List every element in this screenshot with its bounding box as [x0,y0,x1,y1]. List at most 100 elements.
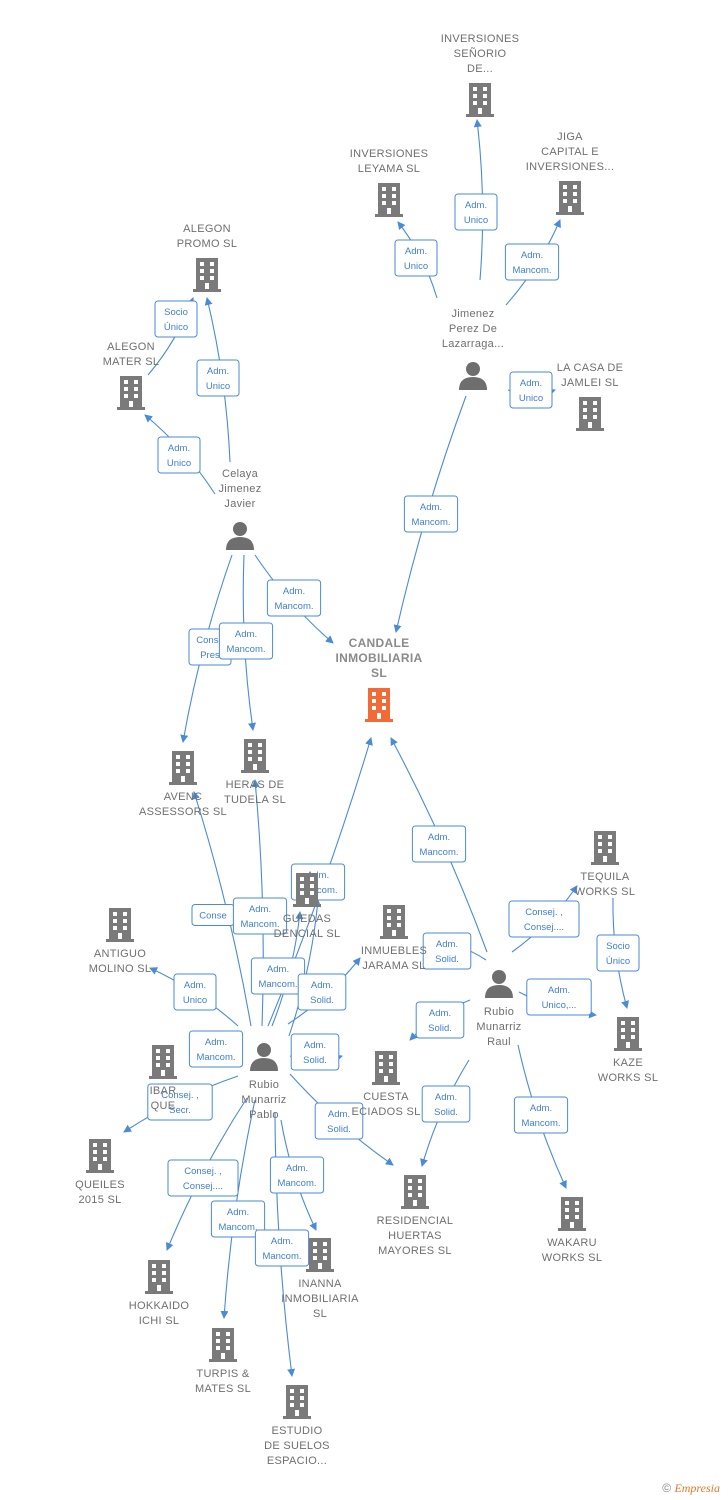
node-label-line: TURPIS & [196,1368,249,1380]
relation-label-line: Unico [519,393,543,404]
relation-label-line: Secr. [169,1105,191,1116]
relation-label-r32[interactable]: Adm.Solid. [421,1085,471,1123]
relation-label-r30[interactable]: Adm.Solid. [422,932,472,970]
node-label-line: ECIADOS SL [351,1106,420,1118]
relation-label-r2[interactable]: Adm.Unico [454,193,498,231]
relation-label-line: Unico [167,458,191,469]
relation-label-r22[interactable]: Consej. ,Consej.... [167,1159,239,1197]
person-icon [485,970,513,998]
relation-label-r9[interactable]: Adm.Mancom. [266,579,322,617]
node-label-line: INVERSIONES [441,33,520,45]
node-inv_leyama[interactable]: INVERSIONES LEYAMA SL [350,148,429,217]
relation-label-box [509,371,553,409]
relation-label-box [232,897,288,935]
building-icon [556,181,584,215]
relation-label-r3[interactable]: Adm.Mancom. [504,243,560,281]
relation-label-r5[interactable]: Adm.Mancom. [403,495,459,533]
relation-label-r8[interactable]: Adm. Unico [157,436,201,474]
relation-label-line: Adm. [168,443,190,454]
relation-label-r13[interactable]: Conse [191,904,235,926]
relation-label-line: Unico [404,261,428,272]
relation-label-r24[interactable]: Adm.Mancom. [210,1200,266,1238]
relation-label-line: Adm. [235,629,257,640]
node-inv_senorio[interactable]: INVERSIONESSEÑORIODE... [441,33,520,117]
building-icon [380,905,408,939]
relation-label-r27[interactable]: Consej. ,Consej.... [508,900,580,938]
node-label-line: WAKARU [547,1237,597,1249]
node-label-line: LEYAMA SL [358,163,420,175]
relation-label-line: Adm. [267,964,289,975]
relation-label-r7[interactable]: Adm.Unico [196,359,240,397]
node-label-line: DE SUELOS [264,1440,330,1452]
building-icon [293,873,321,907]
node-label-line: DENCIAL SL [274,928,341,940]
node-label-line: INVERSIONES [350,148,429,160]
relation-label-r25[interactable]: Adm.Mancom. [254,1229,310,1267]
relation-label-line: Adm. [205,1037,227,1048]
relation-label-r11[interactable]: Adm.Mancom. [218,622,274,660]
relation-label-line: Unico [206,381,230,392]
relation-label-r33[interactable]: Adm.Mancom. [513,1096,569,1134]
relation-label-line: Conse [199,911,226,922]
relation-label-r19[interactable]: Adm.Solid. [290,1033,340,1071]
building-icon [283,1385,311,1419]
building-icon [193,258,221,292]
relation-label-box [196,359,240,397]
relation-label-r15[interactable]: Adm.Mancom. [250,957,306,995]
relation-label-box [218,622,274,660]
relation-label-line: Mancom. [262,1251,301,1262]
relation-label-r21[interactable]: Adm.Solid. [314,1102,364,1140]
relation-label-line: Adm. [428,832,450,843]
node-turpis[interactable]: TURPIS &MATES SL [195,1328,251,1395]
node-label-line: WORKS SL [598,1072,658,1084]
relation-label-r14[interactable]: Adm.Mancom. [232,897,288,935]
building-icon [149,1045,177,1079]
node-label-line: ESPACIO... [267,1455,327,1467]
relation-label-r29[interactable]: Adm.Unico,... [526,978,592,1016]
relation-label-r1[interactable]: Adm. Unico [394,239,438,277]
building-icon [306,1238,334,1272]
relation-label-r31[interactable]: Adm.Solid. [415,1001,465,1039]
relation-label-r18[interactable]: Adm.Mancom. [188,1030,244,1068]
footer-brand[interactable]: © Empresia [662,1481,720,1496]
relation-label-line: Solid. [434,1107,458,1118]
relation-label-line: Adm. [405,246,427,257]
relation-label-r16[interactable]: Adm.Solid. [297,973,347,1011]
relation-label-box [269,1156,325,1194]
relation-label-r17[interactable]: Adm.Unico [173,973,217,1011]
relation-label-r26[interactable]: Adm.Mancom. [411,825,467,863]
relation-label-r20[interactable]: Consej. ,Secr. [147,1083,213,1121]
relation-label-r23[interactable]: Adm.Mancom. [269,1156,325,1194]
node-label-line: Perez De [449,323,497,335]
relation-label-r4[interactable]: Adm.Unico [509,371,553,409]
relation-label-line: Adm. [227,1207,249,1218]
node-label-line: INVERSIONES... [526,161,615,173]
relation-label-line: Socio [164,307,188,318]
